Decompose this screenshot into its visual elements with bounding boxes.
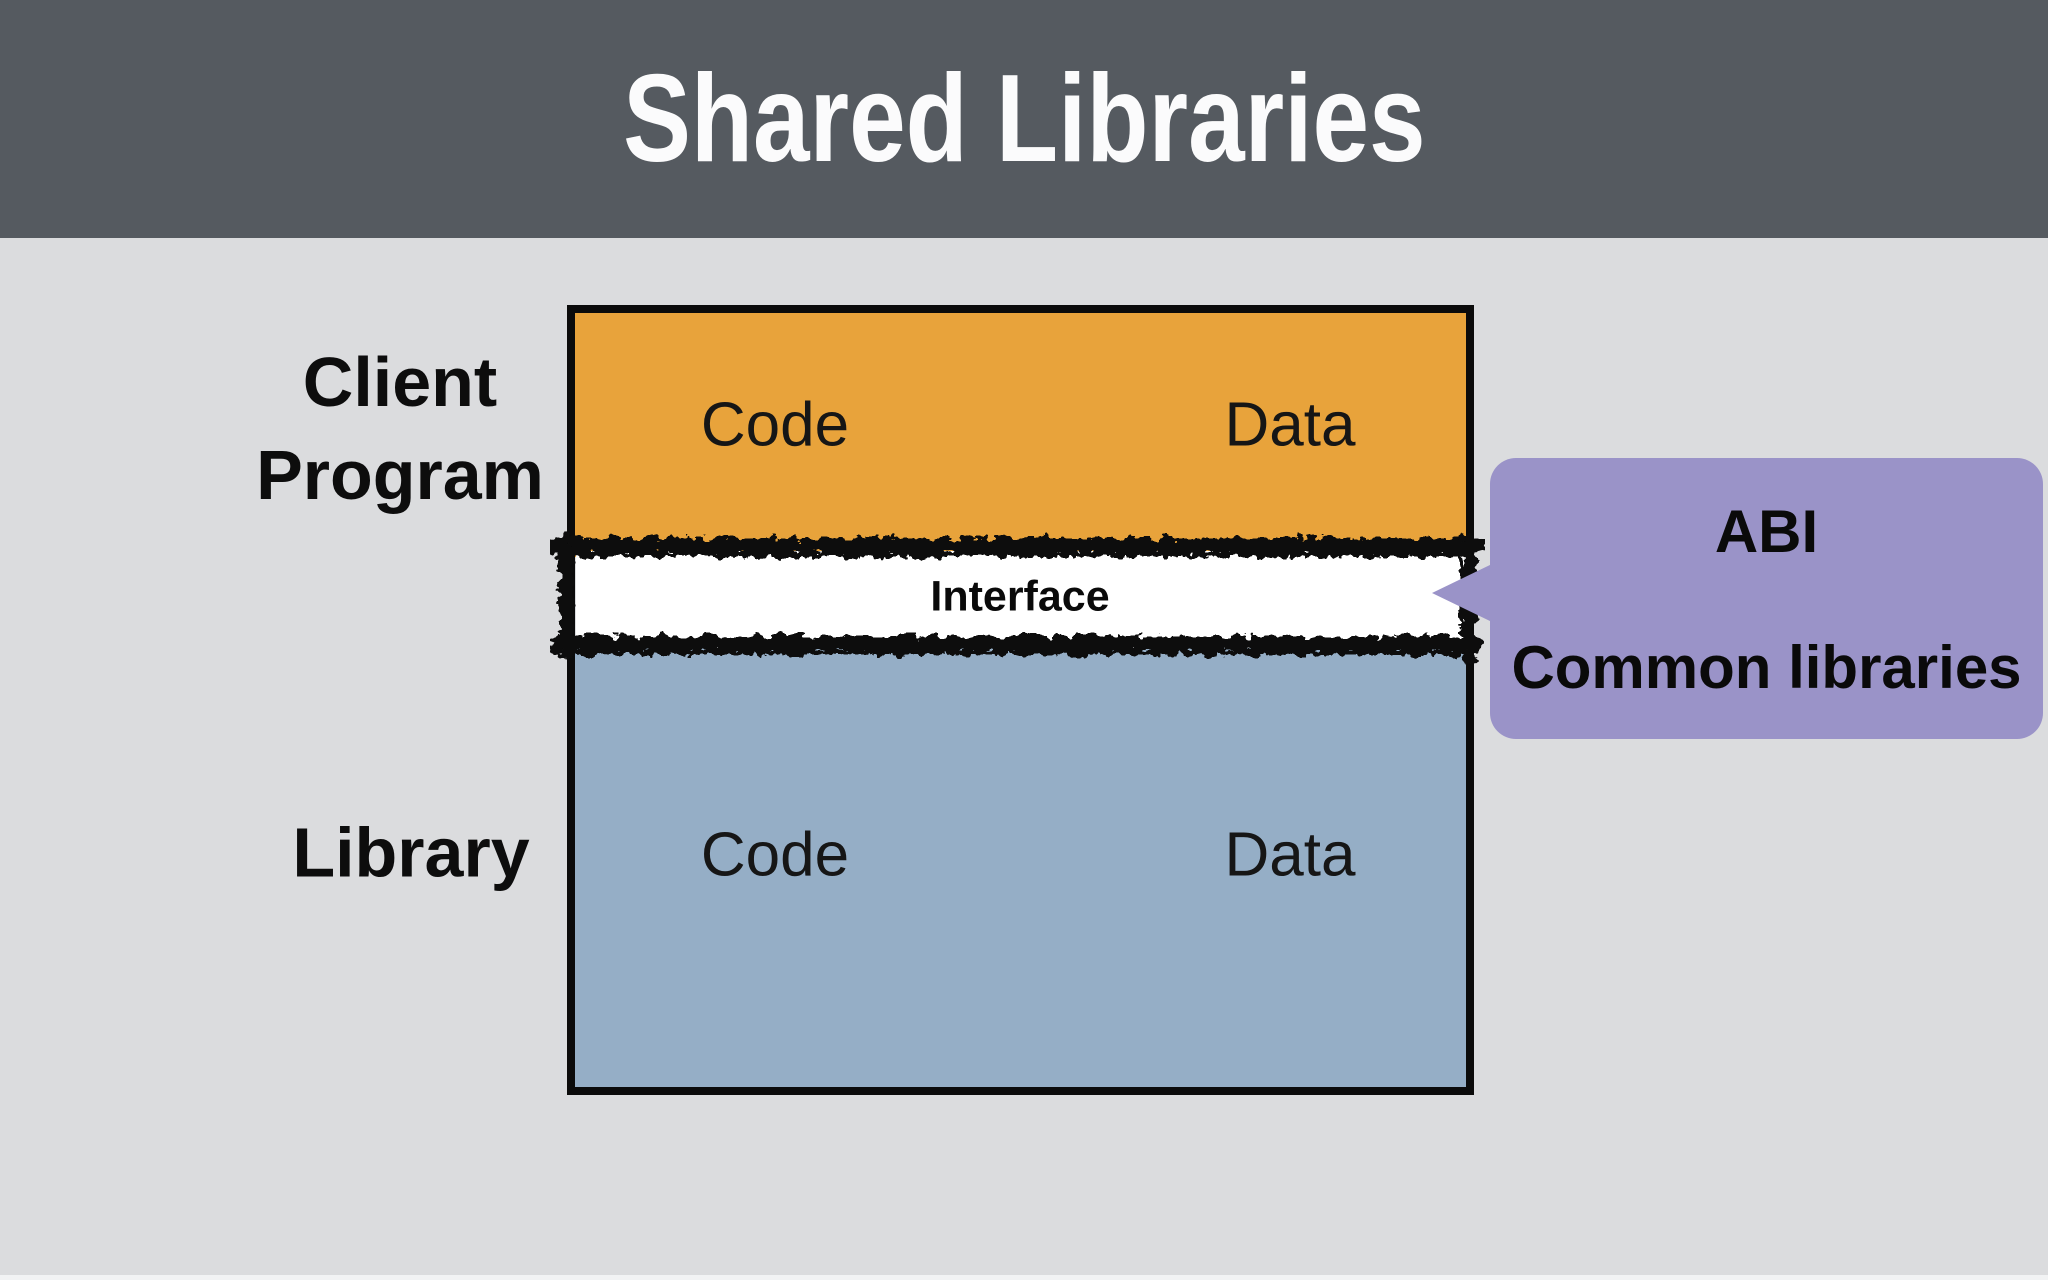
interface-strip-fill [576, 551, 1464, 646]
abi-callout: ABI Common libraries [1490, 458, 2043, 739]
header-bar: Shared Libraries [0, 0, 2048, 238]
library-data-cell: Data [1224, 820, 1356, 890]
library-box [575, 648, 1466, 1087]
client-program-label: Client Program [256, 336, 544, 522]
bottom-edge-strip [0, 1275, 2048, 1280]
slide-title: Shared Libraries [622, 50, 1426, 188]
library-label: Library [292, 813, 530, 892]
library-code-cell: Code [700, 820, 850, 890]
client-code-cell: Code [700, 390, 850, 460]
client-program-box [575, 313, 1466, 557]
client-program-label-line1: Client [302, 343, 498, 421]
client-program-label-line2: Program [256, 436, 544, 514]
abi-label: ABI [1714, 498, 1819, 565]
common-libraries-label: Common libraries [1511, 634, 2022, 701]
client-data-cell: Data [1224, 390, 1356, 460]
memory-box-outline [567, 305, 1474, 1095]
interface-label: Interface [930, 572, 1110, 621]
